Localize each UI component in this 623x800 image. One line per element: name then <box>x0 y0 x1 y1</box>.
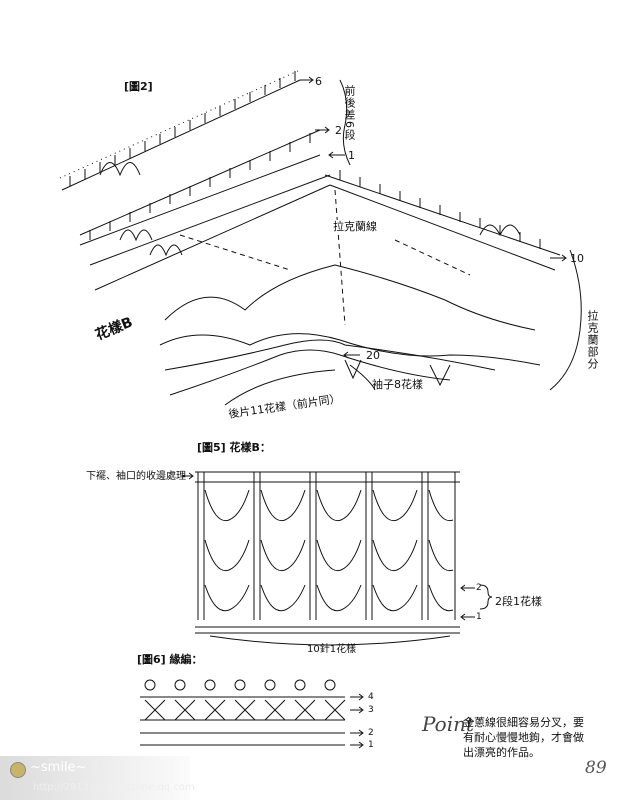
fig5-stitch-repeat-label: 10針1花樣 <box>307 644 357 655</box>
fig6-row-4: 4 <box>368 692 374 702</box>
fig6-chart-grid <box>140 679 364 749</box>
fig2-title: [圖2] <box>124 80 153 93</box>
fig5-chart-grid <box>183 471 493 646</box>
fig5-row-1: 1 <box>476 612 482 622</box>
fig2-raglan-line-label: 拉克蘭線 <box>333 220 377 233</box>
fig5-row-2: 2 <box>476 583 482 593</box>
point-note-line-2: 有耐心慢慢地鉤，才會做 <box>463 731 584 744</box>
fig6-row-3: 3 <box>368 705 374 715</box>
watermark-url: http://281333287.qzone.qq.com <box>33 782 195 793</box>
fig5-title: [圖5] 花樣B： <box>197 441 271 454</box>
point-note-line-3: 出漂亮的作品。 <box>463 746 540 759</box>
watermark-title: ~smile~ <box>30 760 87 775</box>
fig5-edge-finish-note: 下襬、袖口的收邊處理 <box>86 471 186 482</box>
point-note: 金蔥線很細容易分叉，要 有耐心慢慢地鉤，才會做 出漂亮的作品。 <box>463 715 593 760</box>
fig2-row-6: 6 <box>315 75 322 88</box>
point-note-line-1: 金蔥線很細容易分叉，要 <box>463 716 584 729</box>
fig2-row-1: 1 <box>348 149 355 162</box>
fig2-raglan-part-label: 拉克蘭部分 <box>586 310 599 370</box>
point-heading: Point <box>422 712 475 736</box>
fig2-row-2: 2 <box>335 124 342 137</box>
watermark-band <box>0 756 190 800</box>
fig2-row-10: 10 <box>570 252 584 265</box>
page-number: 89 <box>585 758 607 778</box>
fig2-stitch-rows <box>59 69 582 406</box>
fig6-title: [圖6] 緣編： <box>137 653 203 666</box>
fig5-repeat-label: 2段1花樣 <box>495 595 542 608</box>
fig2-front-difference-label: 前後差6段 <box>343 85 356 141</box>
fig2-row-20: 20 <box>366 349 380 362</box>
fig2-sleeve-label: 袖子8花樣 <box>372 378 423 391</box>
watermark-logo-icon <box>10 762 26 778</box>
fig6-row-2: 2 <box>368 728 374 738</box>
fig6-row-1: 1 <box>368 740 374 750</box>
